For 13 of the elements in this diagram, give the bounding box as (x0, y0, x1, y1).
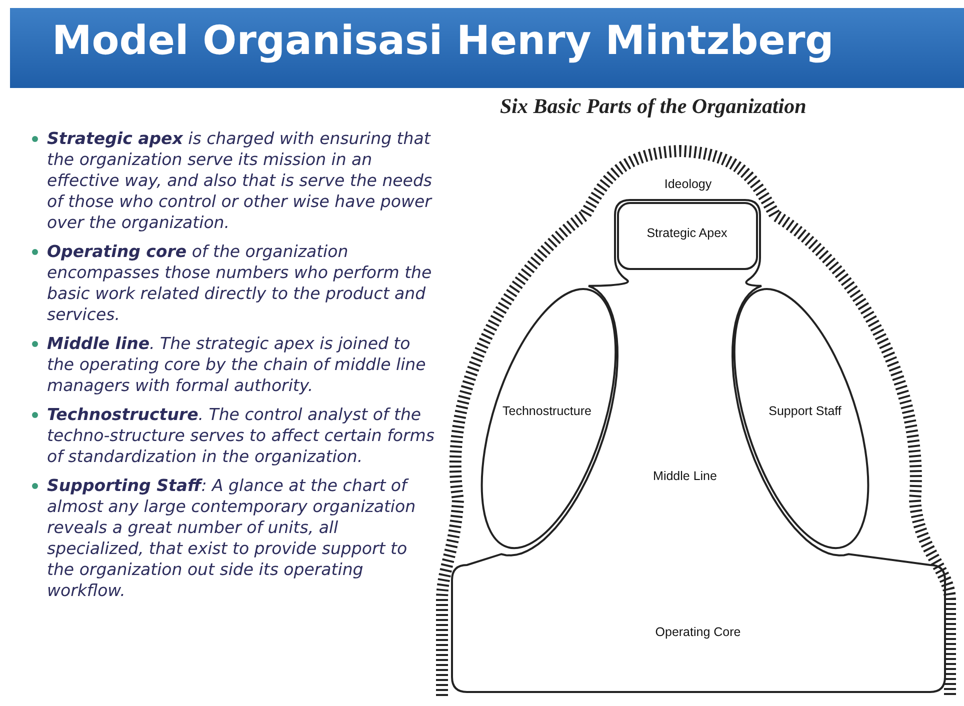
node-label: Support Staff (768, 403, 842, 420)
figure-caption: Six Basic Parts of the Organization (500, 94, 806, 119)
bullet-text: Middle line. The strategic apex is joined to the operating core by the chain of middle line managers with formal authority. (47, 334, 426, 395)
node-label: Ideology (663, 176, 713, 193)
node-label: Technostructure (502, 403, 592, 420)
title: Model Organisasi Henry Mintzberg (52, 18, 834, 64)
bullet-text: Operating core of the organization encompasses those numbers who perform the basic work related directly to the product and services. (47, 242, 432, 324)
node-label: Operating Core (654, 624, 742, 641)
node-label: Strategic Apex (646, 225, 728, 242)
bullet-text: Strategic apex is charged with ensuring that the organization serve its mission in an effective way, and also that is serve the needs of those who control or other wise have power over the organization. (47, 129, 432, 232)
node-label: Middle Line (652, 468, 718, 485)
bullet-text: Supporting Staff: A glance at the chart of almost any large contemporary organization reveals a great number of units, all specialized, that exist to provide support to the organization out side its operating workflow. (47, 476, 416, 600)
bullet-text: Technostructure. The control analyst of the techno-structure serves to affect certain forms of standardization in the organization. (47, 405, 434, 466)
